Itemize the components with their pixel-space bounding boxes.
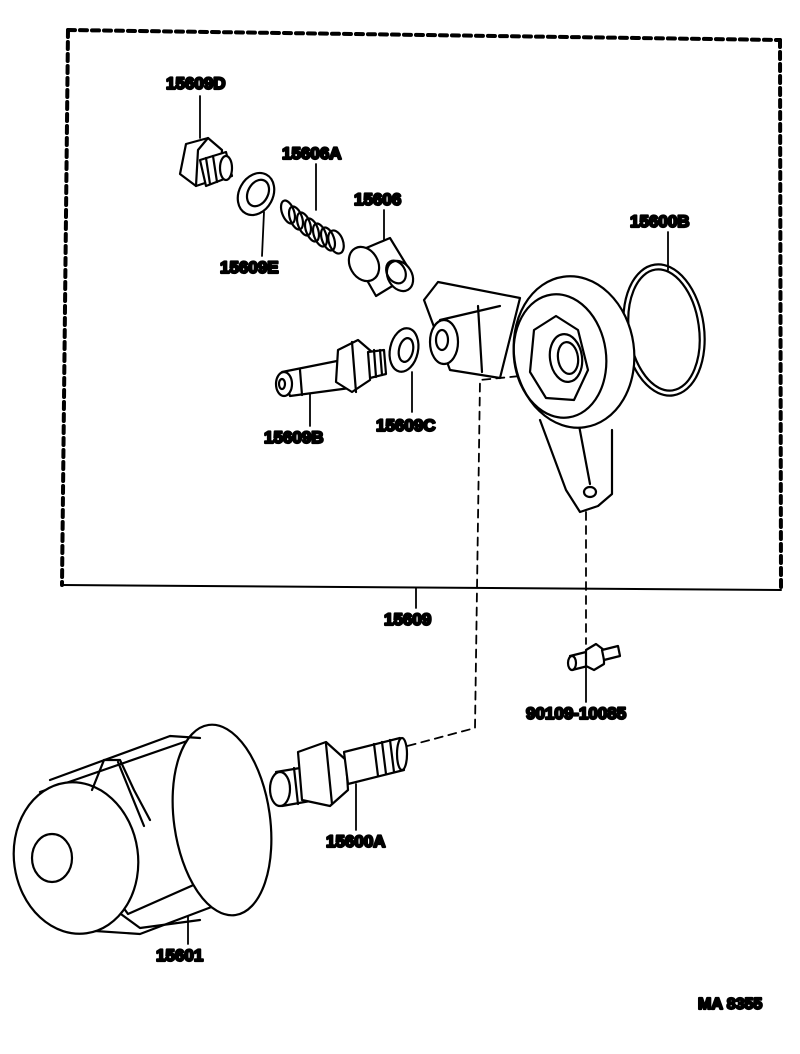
alignment-dashed-lines (399, 371, 587, 749)
label-15600B: 15600B (630, 212, 690, 231)
label-15609D: 15609D (166, 74, 226, 93)
relief-valve-icon (347, 236, 415, 298)
union-bolt-icon (274, 338, 388, 398)
label-15609C: 15609C (376, 416, 436, 435)
label-15601: 15601 (156, 946, 203, 965)
stud-bolt-icon (566, 642, 622, 672)
spring-icon (279, 199, 345, 255)
washer-icon (388, 327, 420, 373)
assembly-boundary-frame (60, 28, 783, 592)
label-15609E: 15609E (220, 258, 279, 277)
plug-bolt-icon (178, 136, 234, 188)
label-15600A: 15600A (326, 832, 386, 851)
label-90109-10085: 90109-10085 (526, 704, 626, 723)
union-stud-icon (268, 736, 409, 808)
label-15606: 15606 (354, 190, 401, 209)
label-15606A: 15606A (282, 144, 342, 163)
filter-bracket-assembly-icon (422, 275, 636, 514)
label-15609: 15609 (384, 610, 431, 629)
label-15609B: 15609B (264, 428, 324, 447)
gasket-ring-icon (236, 171, 276, 217)
reference-code: MA 8355 (698, 996, 762, 1013)
oil-filter-icon (12, 723, 273, 936)
